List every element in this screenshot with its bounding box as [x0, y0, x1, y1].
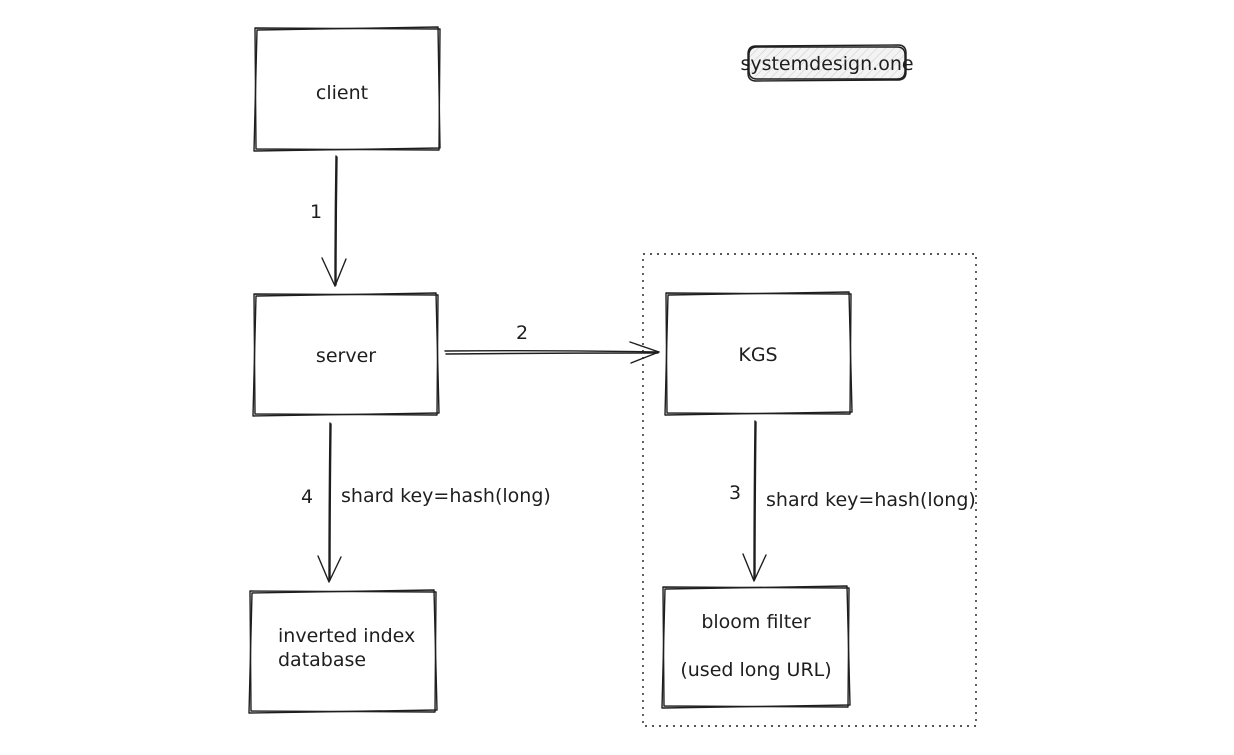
watermark-badge: systemdesign.one [740, 44, 914, 82]
kgs-node: KGS [664, 291, 853, 416]
edge-label-4: 4 [301, 486, 313, 508]
kgs-label: KGS [738, 344, 777, 366]
database-node: inverted index database [248, 589, 438, 714]
bloom-filter-label-line1: bloom filter [701, 611, 811, 633]
client-node: client [253, 26, 441, 152]
arrow-client-to-server [321, 155, 347, 287]
arrow-server-to-database [317, 422, 342, 583]
client-label: client [316, 82, 368, 104]
arrow-kgs-to-bloom-filter [742, 420, 767, 582]
database-label-line1: inverted index [278, 625, 415, 647]
watermark-text: systemdesign.one [740, 53, 913, 75]
bloom-filter-label-line2: (used long URL) [680, 659, 831, 681]
edge-label-4-shard-key: shard key=hash(long) [341, 485, 551, 507]
edge-label-3: 3 [729, 482, 741, 504]
edge-label-2: 2 [516, 322, 528, 344]
edge-label-3-shard-key: shard key=hash(long) [766, 489, 976, 511]
database-label-line2: database [278, 649, 366, 671]
bloom-filter-node: bloom filter (used long URL) [661, 585, 851, 709]
kgs-group-container [642, 253, 977, 727]
edge-label-1: 1 [310, 201, 322, 223]
server-node: server [252, 292, 440, 417]
server-label: server [316, 345, 376, 367]
arrow-server-to-kgs [444, 341, 660, 364]
